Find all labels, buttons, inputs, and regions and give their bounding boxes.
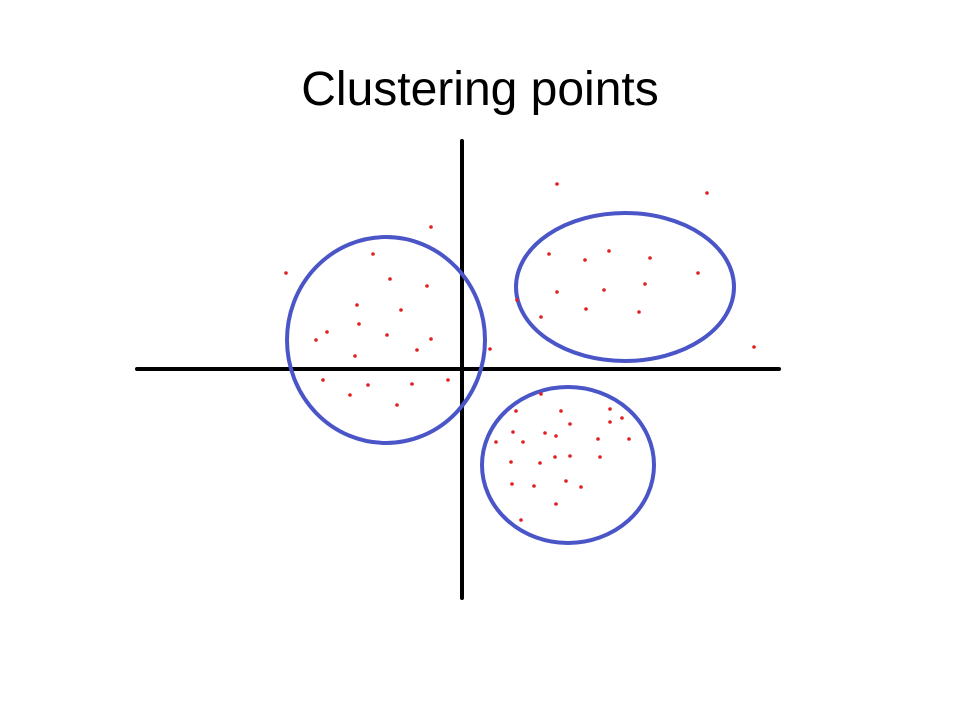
- point: [620, 416, 624, 420]
- point: [509, 460, 513, 464]
- point: [366, 383, 370, 387]
- point: [514, 409, 518, 413]
- point: [429, 337, 433, 341]
- slide-title: Clustering points: [301, 63, 659, 116]
- point: [752, 345, 756, 349]
- point: [410, 382, 414, 386]
- point: [532, 484, 536, 488]
- point: [314, 338, 318, 342]
- point: [284, 271, 288, 275]
- point: [488, 347, 492, 351]
- points-left-cluster: [284, 225, 450, 407]
- point: [355, 303, 359, 307]
- points-bottom-right-cluster: [494, 392, 631, 522]
- point: [543, 431, 547, 435]
- point: [399, 308, 403, 312]
- point: [637, 310, 641, 314]
- point: [539, 315, 543, 319]
- point: [643, 282, 647, 286]
- point: [584, 307, 588, 311]
- point: [583, 258, 587, 262]
- point: [568, 422, 572, 426]
- point: [388, 277, 392, 281]
- point: [608, 420, 612, 424]
- point: [348, 393, 352, 397]
- point: [521, 440, 525, 444]
- point: [553, 455, 557, 459]
- point: [608, 407, 612, 411]
- point: [321, 378, 325, 382]
- point: [555, 182, 559, 186]
- point: [515, 298, 519, 302]
- point: [371, 252, 375, 256]
- point: [353, 354, 357, 358]
- cluster-circle-left: [285, 235, 487, 445]
- point: [696, 271, 700, 275]
- point: [564, 479, 568, 483]
- point: [511, 430, 515, 434]
- point: [554, 434, 558, 438]
- point: [602, 288, 606, 292]
- point: [568, 454, 572, 458]
- point: [598, 455, 602, 459]
- points-top-right-cluster: [488, 182, 756, 351]
- cluster-circle-bottom-right: [480, 385, 656, 545]
- point: [510, 482, 514, 486]
- cluster-circle-top-right: [514, 211, 736, 363]
- point: [415, 348, 419, 352]
- point: [494, 440, 498, 444]
- point: [579, 485, 583, 489]
- point: [395, 403, 399, 407]
- point: [325, 330, 329, 334]
- point: [519, 518, 523, 522]
- point: [555, 290, 559, 294]
- point: [539, 392, 543, 396]
- point: [596, 437, 600, 441]
- point: [607, 249, 611, 253]
- point: [425, 284, 429, 288]
- point: [538, 461, 542, 465]
- point: [547, 252, 551, 256]
- point: [429, 225, 433, 229]
- point: [357, 322, 361, 326]
- point: [705, 191, 709, 195]
- point: [627, 437, 631, 441]
- point: [446, 378, 450, 382]
- point: [559, 409, 563, 413]
- point: [385, 333, 389, 337]
- point: [648, 256, 652, 260]
- point: [554, 502, 558, 506]
